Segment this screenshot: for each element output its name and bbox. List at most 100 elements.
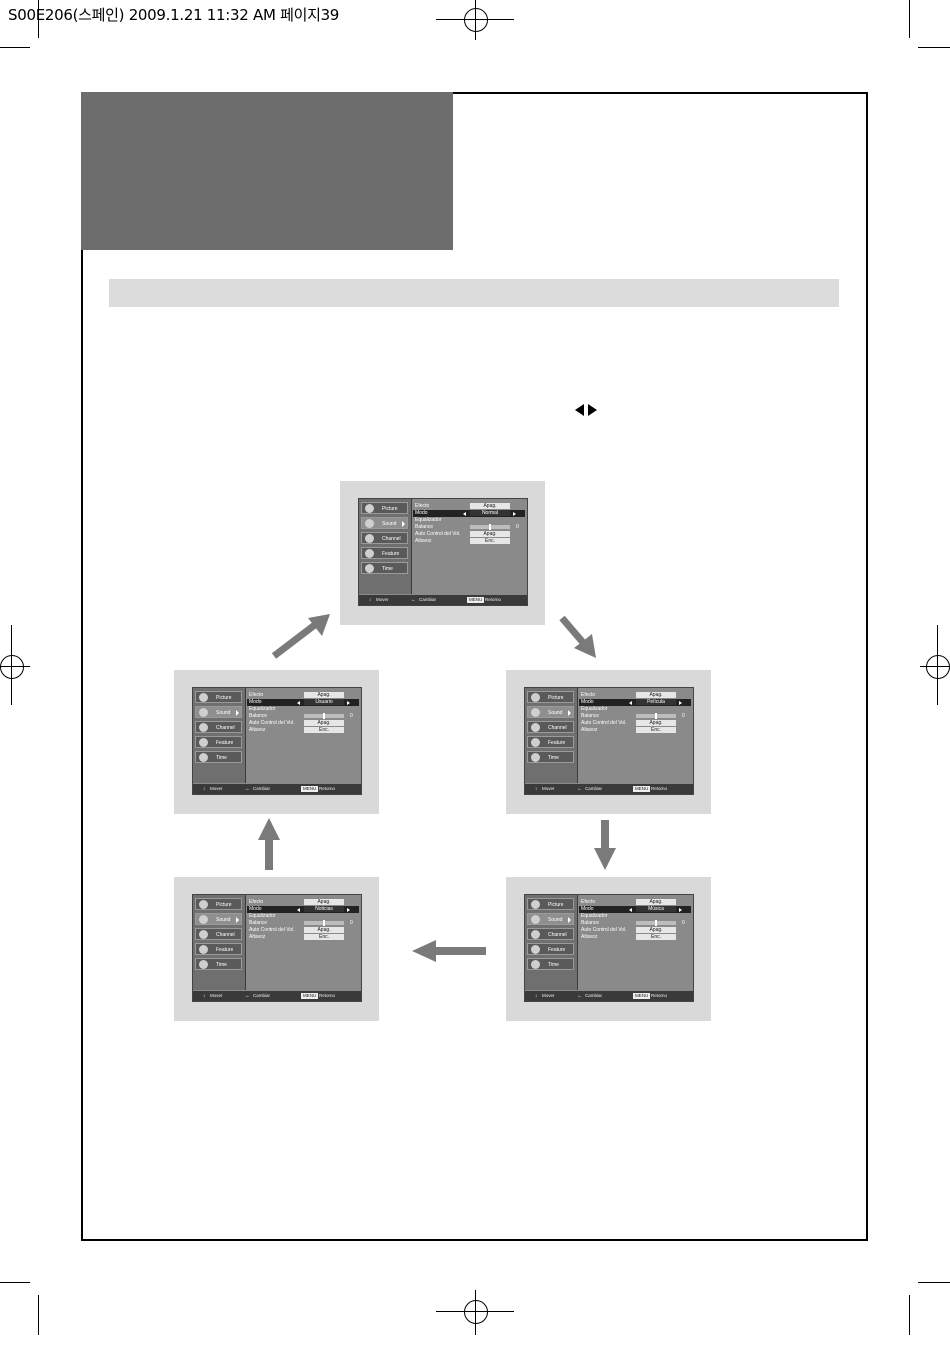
sidebar-item-label: Sound [548,710,563,716]
sidebar-item-label: Channel [216,725,235,731]
balance-slider [636,920,676,926]
picture-icon [365,504,374,513]
arrow-right-small-icon [679,701,682,705]
label-efecto: Efecto [581,692,596,698]
sidebar-item-label: Time [382,566,393,572]
caret-right-icon [236,917,239,923]
crop-mark [0,47,30,48]
row-auto-control: Auto Control del Vol. Apag. [579,720,691,727]
label-equalizador: Equalizador [249,706,276,712]
caret-right-icon [402,521,405,527]
sidebar-item-label: Channel [548,932,567,938]
left-right-arrows-icon [575,404,597,416]
row-altavoz: Altavoz Enc. [413,538,525,545]
row-altavoz: Altavoz Enc. [247,727,359,734]
row-equalizador: Equalizador [247,913,359,920]
arrow-left-icon [412,940,486,962]
footer-change: Cambiar [585,786,603,791]
updown-icon: ↕ [203,786,206,791]
sidebar-item-sound: Sound [195,706,242,718]
footer-return: Retorno [651,786,668,791]
sidebar-item-label: Feature [548,947,566,953]
sidebar-item-feature: Feature [195,943,242,955]
footer-menu-key: MENU [301,786,319,792]
sidebar-item-picture: Picture [195,898,242,910]
arrow-left-small-icon [629,908,632,912]
sidebar-item-label: Feature [216,947,234,953]
sidebar-item-label: Picture [548,695,564,701]
balance-slider [304,920,344,926]
value-balance: 0 [350,920,353,926]
row-efecto: Efecto Apag. [579,899,691,906]
footer-return: Retorno [485,597,502,602]
sidebar-item-label: Time [216,962,227,968]
sidebar-item-label: Feature [382,551,400,557]
time-icon [531,960,540,969]
menu-screenshot-bot-left: Picture Sound Channel Feature Time Efect… [174,877,379,1021]
label-efecto: Efecto [249,692,264,698]
footer-change: Cambiar [253,786,271,791]
label-equalizador: Equalizador [415,517,442,523]
crop-mark [909,1295,910,1335]
sound-icon [199,708,208,717]
sidebar-item-time: Time [361,562,408,574]
value-auto-control: Apag. [304,720,344,726]
sidebar-item-feature: Feature [527,736,574,748]
value-efecto: Apag. [636,899,676,905]
value-balance: 0 [682,920,685,926]
sidebar-item-time: Time [195,751,242,763]
sidebar-item-label: Picture [216,695,232,701]
label-efecto: Efecto [581,899,596,905]
label-altavoz: Altavoz [249,934,266,940]
value-altavoz: Enc. [470,538,510,544]
value-auto-control: Apag. [304,927,344,933]
tv-screen: Picture Sound Channel Feature Time Efect… [192,687,362,795]
arrow-up-right-icon [271,614,330,659]
menu-sidebar: Picture Sound Channel Feature Time [193,688,246,783]
balance-slider [304,713,344,719]
sidebar-item-picture: Picture [361,502,408,514]
row-modo: Modo Película [579,699,691,706]
menu-footer: ↕ Mover ↔ Cambiar MENU Retorno [193,784,361,794]
label-balance: Balance [581,920,600,926]
sidebar-item-time: Time [527,751,574,763]
footer-menu-key: MENU [467,597,485,603]
row-balance: Balance 0 [579,713,691,720]
value-modo: Noticias [304,906,344,912]
time-icon [199,960,208,969]
row-balance: Balance 0 [247,920,359,927]
feature-icon [365,549,374,558]
sidebar-item-feature: Feature [527,943,574,955]
crop-mark [38,0,39,38]
label-auto-control: Auto Control del Vol. [581,720,627,726]
value-auto-control: Apag. [636,720,676,726]
label-modo: Modo [415,510,428,516]
sidebar-item-time: Time [195,958,242,970]
sidebar-item-time: Time [527,958,574,970]
footer-return: Retorno [319,786,336,791]
sidebar-item-channel: Channel [361,532,408,544]
row-modo: Modo Usuario [247,699,359,706]
sidebar-item-picture: Picture [195,691,242,703]
sidebar-item-feature: Feature [195,736,242,748]
footer-move: Mover [210,786,223,791]
menu-footer: ↕ Mover ↔ Cambiar MENU Retorno [525,784,693,794]
sidebar-item-label: Channel [382,536,401,542]
label-modo: Modo [249,906,262,912]
row-auto-control: Auto Control del Vol. Apag. [579,927,691,934]
feature-icon [531,945,540,954]
label-auto-control: Auto Control del Vol. [249,927,295,933]
menu-sidebar: Picture Sound Channel Feature Time [193,895,246,990]
menu-content: Efecto Apag. Modo Música Equalizador Bal… [579,897,691,987]
arrow-down-icon [594,820,616,870]
menu-screenshot-mid-left: Picture Sound Channel Feature Time Efect… [174,670,379,814]
caret-right-icon [568,710,571,716]
sidebar-item-label: Sound [382,521,397,527]
sidebar-item-label: Feature [548,740,566,746]
menu-footer: ↕ Mover ↔ Cambiar MENU Retorno [193,991,361,1001]
caret-right-icon [236,710,239,716]
menu-content: Efecto Apag. Modo Usuario Equalizador Ba… [247,690,359,780]
value-balance: 0 [682,713,685,719]
arrow-right-small-icon [347,701,350,705]
crop-mark [0,1282,30,1283]
